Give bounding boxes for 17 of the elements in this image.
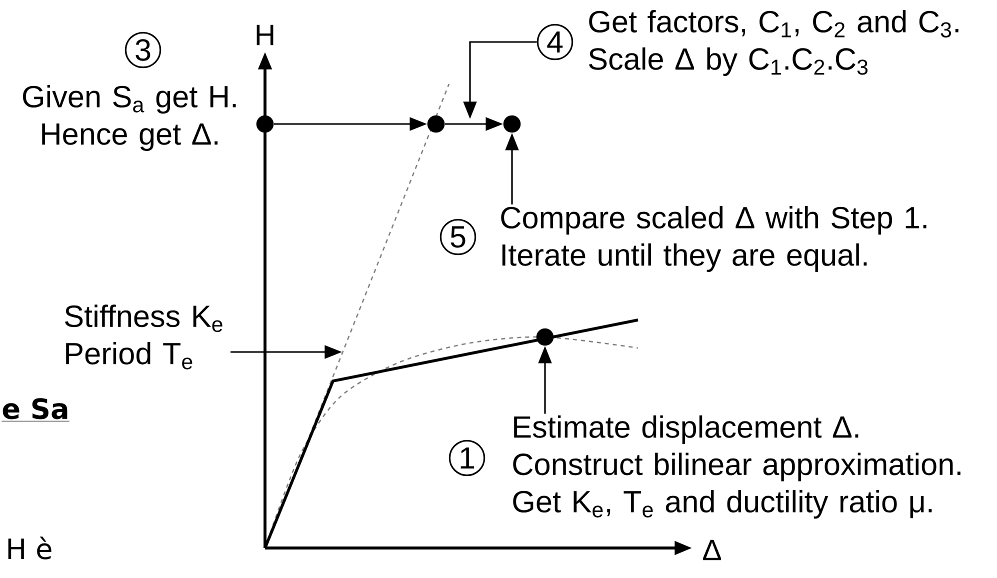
step-text: Get factors, C$_{1}$, C$_{2}$ and C$_{3}$. Scale Δ by C$_{1}$.C$_{2}$.C$_{3}$: [589, 10, 958, 76]
annotation-text: Stiffness K$_{e}$ Period T$_{e}$: [65, 304, 222, 370]
step-number: 1: [448, 440, 486, 476]
dot: [536, 328, 554, 346]
axis-label: Δ: [703, 540, 721, 560]
step-number: 3: [124, 32, 162, 68]
dot: [427, 115, 445, 133]
axis-label: H: [256, 24, 274, 46]
step-number: 5: [440, 218, 476, 256]
heading-fragment: e Sa: [1, 398, 70, 422]
dot: [256, 115, 274, 133]
dot: [503, 115, 521, 133]
step-text: Compare scaled Δ with Step 1. Iterate until they are equal.: [501, 206, 926, 272]
step-text: Estimate displacement Δ. Construct bilinear approximation. Get K$_{e}$, T$_{e}$ and ductility ratio μ.: [513, 415, 960, 519]
step-text: Given S$_{a}$ get H. Hence get Δ.: [23, 85, 236, 151]
step-number: 4: [536, 24, 574, 60]
text-fragment: H è: [8, 536, 52, 560]
